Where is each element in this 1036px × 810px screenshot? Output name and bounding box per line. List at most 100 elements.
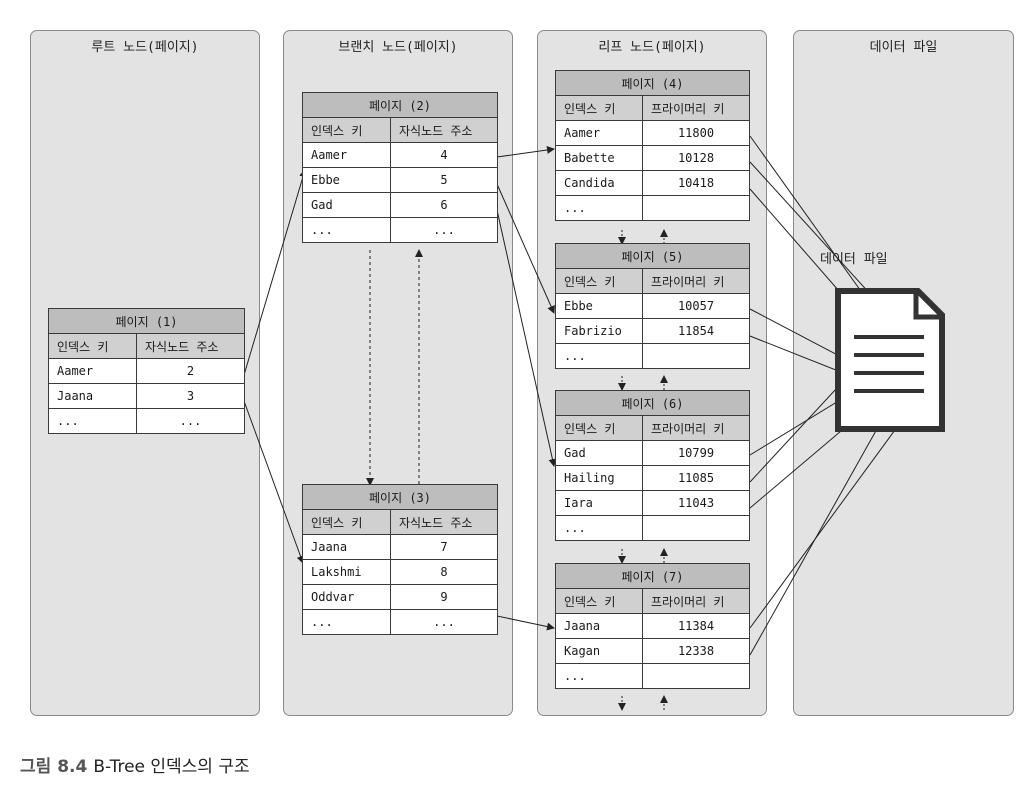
column-header-index-key: 인덱스 키	[555, 588, 643, 614]
page-title: 페이지 (6)	[555, 390, 750, 416]
index-key-cell: Gad	[302, 192, 391, 218]
index-key-cell: Gad	[555, 440, 643, 466]
page-title: 페이지 (7)	[555, 563, 750, 589]
root-node-title: 루트 노드(페이지)	[91, 40, 199, 55]
primary-key-cell: 10057	[642, 293, 750, 319]
page-title: 페이지 (3)	[302, 484, 498, 510]
column-header-index-key: 인덱스 키	[302, 509, 391, 535]
column-header-child-address: 자식노드 주소	[390, 117, 498, 143]
primary-key-cell: 11854	[642, 318, 750, 344]
index-key-cell: Ebbe	[302, 167, 391, 193]
child-address-cell: 8	[390, 559, 498, 585]
index-key-cell: Kagan	[555, 638, 643, 664]
index-key-cell: Aamer	[555, 120, 643, 146]
index-key-cell: Lakshmi	[302, 559, 391, 585]
page-title: 페이지 (2)	[302, 92, 498, 118]
index-key-cell: ...	[555, 663, 643, 689]
child-address-cell: 9	[390, 584, 498, 610]
table-row: ...	[555, 515, 750, 541]
primary-key-cell: 10418	[642, 170, 750, 196]
index-key-cell: Hailing	[555, 465, 643, 491]
index-key-cell: ...	[555, 195, 643, 221]
index-key-cell: ...	[555, 515, 643, 541]
primary-key-cell: 11043	[642, 490, 750, 516]
child-address-cell: ...	[136, 408, 245, 434]
table-row: ...	[555, 663, 750, 689]
primary-key-cell: 12338	[642, 638, 750, 664]
primary-key-cell: 10799	[642, 440, 750, 466]
index-key-cell: Aamer	[48, 358, 137, 384]
index-key-cell: Iara	[555, 490, 643, 516]
child-address-cell: 2	[136, 358, 245, 384]
column-header-index-key: 인덱스 키	[302, 117, 391, 143]
index-key-cell: Aamer	[302, 142, 391, 168]
column-header-index-key: 인덱스 키	[555, 95, 643, 121]
index-key-cell: Candida	[555, 170, 643, 196]
table-row: ...	[555, 343, 750, 369]
index-key-cell: Jaana	[555, 613, 643, 639]
figure-caption-text: B-Tree 인덱스의 구조	[93, 757, 250, 777]
primary-key-cell	[642, 195, 750, 221]
index-key-cell: Ebbe	[555, 293, 643, 319]
data-file-label: 데이터 파일	[820, 252, 888, 267]
child-address-cell: ...	[390, 217, 498, 243]
column-header-primary-key: 프라이머리 키	[642, 268, 750, 294]
column-header-index-key: 인덱스 키	[555, 268, 643, 294]
table-row: ......	[302, 609, 498, 635]
index-key-cell: Jaana	[48, 383, 137, 409]
page-title: 페이지 (5)	[555, 243, 750, 269]
child-address-cell: ...	[390, 609, 498, 635]
document-icon	[835, 288, 945, 432]
column-header-index-key: 인덱스 키	[48, 333, 137, 359]
index-key-cell: Babette	[555, 145, 643, 171]
index-key-cell: ...	[302, 609, 391, 635]
column-header-primary-key: 프라이머리 키	[642, 415, 750, 441]
primary-key-cell: 10128	[642, 145, 750, 171]
data-file-title: 데이터 파일	[869, 40, 938, 55]
column-header-primary-key: 프라이머리 키	[642, 588, 750, 614]
index-key-cell: Jaana	[302, 534, 391, 560]
page-title: 페이지 (1)	[48, 308, 245, 334]
column-header-child-address: 자식노드 주소	[136, 333, 245, 359]
primary-key-cell: 11384	[642, 613, 750, 639]
child-address-cell: 6	[390, 192, 498, 218]
index-key-cell: Oddvar	[302, 584, 391, 610]
index-key-cell: ...	[48, 408, 137, 434]
column-header-primary-key: 프라이머리 키	[642, 95, 750, 121]
primary-key-cell	[642, 515, 750, 541]
child-address-cell: 4	[390, 142, 498, 168]
index-key-cell: ...	[302, 217, 391, 243]
index-key-cell: Fabrizio	[555, 318, 643, 344]
child-address-cell: 5	[390, 167, 498, 193]
table-row: ......	[48, 408, 245, 434]
page-title: 페이지 (4)	[555, 70, 750, 96]
branch-node-title: 브랜치 노드(페이지)	[338, 40, 458, 55]
table-row: ......	[302, 217, 498, 243]
column-header-child-address: 자식노드 주소	[390, 509, 498, 535]
table-row: ...	[555, 195, 750, 221]
index-key-cell: ...	[555, 343, 643, 369]
column-header-index-key: 인덱스 키	[555, 415, 643, 441]
primary-key-cell: 11800	[642, 120, 750, 146]
